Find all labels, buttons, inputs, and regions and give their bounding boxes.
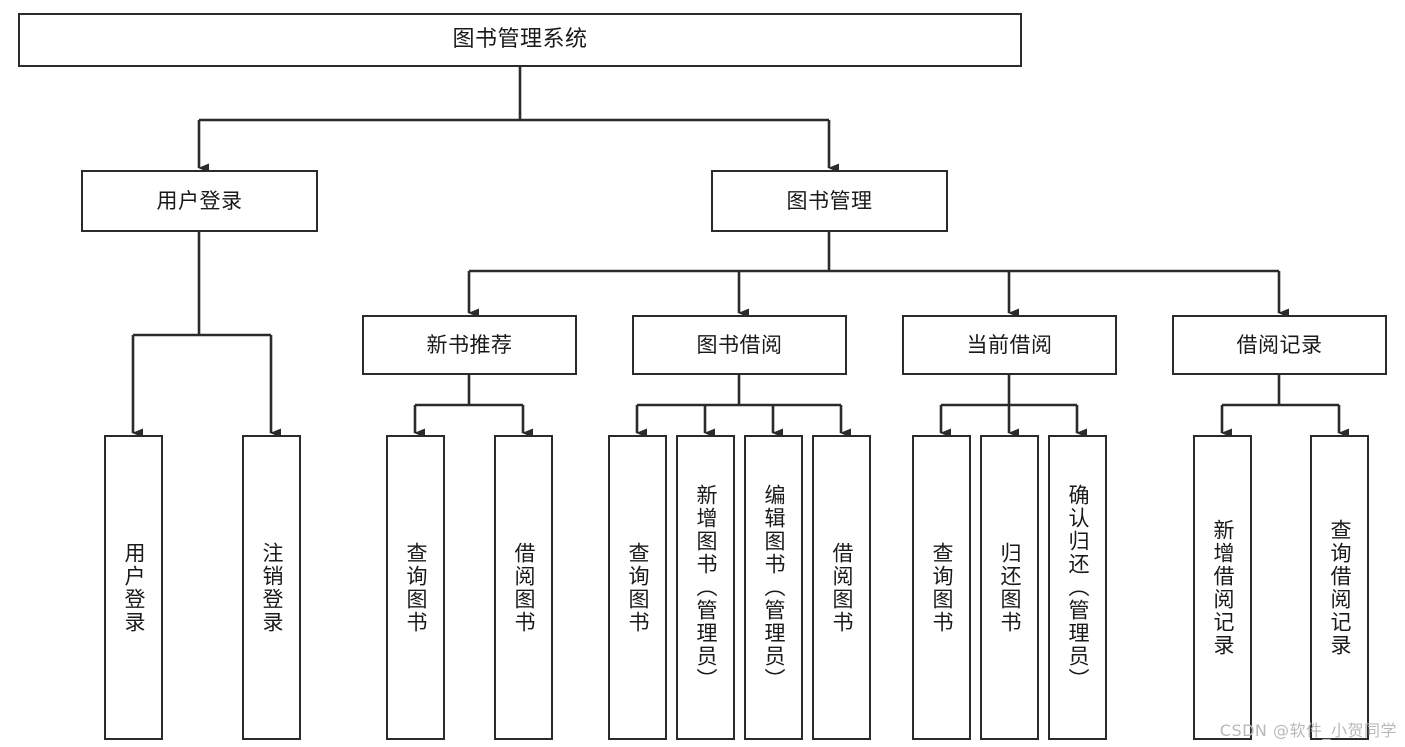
node-label: 确认归还（管理员） <box>1066 484 1090 691</box>
watermark-text: CSDN @软件_小贺同学 <box>1219 721 1397 740</box>
node-label: 编辑图书（管理员） <box>762 484 786 691</box>
node-label: 借阅记录 <box>1236 332 1323 357</box>
node-label: 查询借阅记录 <box>1328 518 1352 657</box>
leaf-book-borrow-add-book-admin[interactable]: 新增图书（管理员） <box>676 435 735 740</box>
node-label: 查询图书 <box>930 541 954 634</box>
leaf-new-book-borrow-books[interactable]: 借阅图书 <box>494 435 553 740</box>
node-label: 图书借阅 <box>696 332 783 357</box>
node-label: 新书推荐 <box>426 332 513 357</box>
node-label: 注销登录 <box>260 541 284 634</box>
leaf-current-borrow-confirm-return-admin[interactable]: 确认归还（管理员） <box>1048 435 1107 740</box>
leaf-current-borrow-query-books[interactable]: 查询图书 <box>912 435 971 740</box>
node-label: 借阅图书 <box>830 541 854 634</box>
node-book-management[interactable]: 图书管理 <box>711 170 948 232</box>
node-label: 用户登录 <box>122 541 146 634</box>
leaf-current-borrow-return-books[interactable]: 归还图书 <box>980 435 1039 740</box>
leaf-book-borrow-edit-book-admin[interactable]: 编辑图书（管理员） <box>744 435 803 740</box>
node-label: 图书管理 <box>786 188 873 213</box>
node-label: 用户登录 <box>156 188 243 213</box>
node-current-borrowing[interactable]: 当前借阅 <box>902 315 1117 375</box>
node-label: 新增图书（管理员） <box>694 484 718 691</box>
node-label: 查询图书 <box>404 541 428 634</box>
node-root-book-management-system[interactable]: 图书管理系统 <box>18 13 1022 67</box>
node-user-login[interactable]: 用户登录 <box>81 170 318 232</box>
node-label: 新增借阅记录 <box>1211 518 1235 657</box>
leaf-borrow-record-query-record[interactable]: 查询借阅记录 <box>1310 435 1369 740</box>
leaf-new-book-query-books[interactable]: 查询图书 <box>386 435 445 740</box>
leaf-borrow-record-add-record[interactable]: 新增借阅记录 <box>1193 435 1252 740</box>
node-label: 归还图书 <box>998 541 1022 634</box>
node-label: 查询图书 <box>626 541 650 634</box>
node-label: 图书管理系统 <box>452 27 588 53</box>
node-label: 当前借阅 <box>966 332 1053 357</box>
leaf-user-login-login[interactable]: 用户登录 <box>104 435 163 740</box>
leaf-user-login-logout[interactable]: 注销登录 <box>242 435 301 740</box>
node-book-borrowing[interactable]: 图书借阅 <box>632 315 847 375</box>
node-borrowing-record[interactable]: 借阅记录 <box>1172 315 1387 375</box>
node-new-book-recommendation[interactable]: 新书推荐 <box>362 315 577 375</box>
leaf-book-borrow-borrow-books[interactable]: 借阅图书 <box>812 435 871 740</box>
leaf-book-borrow-query-books[interactable]: 查询图书 <box>608 435 667 740</box>
node-label: 借阅图书 <box>512 541 536 634</box>
